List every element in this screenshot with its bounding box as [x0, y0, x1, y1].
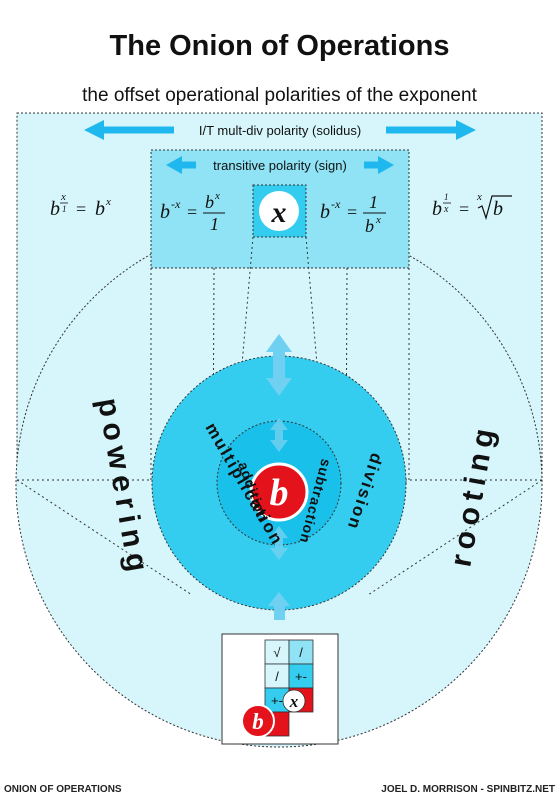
svg-text:1: 1 — [369, 192, 378, 212]
formula-neg-divide: b -x = 1 b x — [320, 192, 386, 236]
legend-exponent-label: x — [289, 692, 299, 711]
svg-text:b: b — [493, 198, 503, 220]
solidus-polarity-label: I/T mult-div polarity (solidus) — [199, 123, 361, 138]
svg-text:x: x — [443, 204, 449, 215]
svg-text:=: = — [459, 199, 469, 219]
svg-text:b: b — [95, 198, 105, 220]
legend-cell-slash-1: / — [299, 645, 303, 660]
vertical-arrows — [266, 334, 292, 620]
formula-neg-multiply: b -x = b x 1 — [160, 190, 225, 234]
svg-text:=: = — [76, 199, 86, 219]
svg-text:-x: -x — [171, 197, 181, 211]
svg-text:x: x — [105, 196, 111, 208]
svg-text:-x: -x — [331, 197, 341, 211]
exponent-label: x — [271, 196, 287, 229]
sign-polarity-label: transitive polarity (sign) — [213, 158, 347, 173]
legend-cell-root: √ — [273, 645, 281, 660]
legend-cell-slash-2: / — [275, 669, 279, 684]
solidus-polarity-arrow — [84, 120, 476, 140]
svg-text:=: = — [187, 202, 197, 222]
footer-credit: JOEL D. MORRISON - SPINBITZ.NET — [381, 784, 555, 795]
svg-text:x: x — [60, 191, 66, 203]
svg-text:1: 1 — [444, 192, 449, 202]
legend-cell-sign-2: +- — [271, 693, 283, 708]
sign-polarity-arrow — [166, 156, 394, 174]
svg-text:x: x — [375, 214, 381, 226]
formula-rooting: b 1 x = x b — [432, 191, 512, 221]
footer-title: ONION OF OPERATIONS — [4, 784, 122, 795]
svg-text:x: x — [214, 190, 220, 202]
base-symbol — [249, 462, 309, 522]
svg-text:1: 1 — [62, 204, 67, 214]
svg-text:x: x — [476, 191, 482, 203]
svg-text:1: 1 — [210, 214, 219, 234]
svg-text:b: b — [160, 201, 170, 223]
legend-base-symbol — [241, 704, 275, 738]
legend-exponent-symbol — [282, 689, 306, 713]
formula-powering: b x 1 = b x — [50, 191, 111, 220]
base-label: b — [270, 472, 289, 514]
svg-text:b: b — [205, 192, 214, 212]
page-subtitle: the offset operational polarities of the… — [82, 85, 477, 106]
svg-text:b: b — [365, 216, 374, 236]
svg-text:=: = — [347, 202, 357, 222]
legend-cell-sign-1: +- — [295, 669, 307, 684]
legend-base-label: b — [252, 709, 264, 734]
page-title: The Onion of Operations — [109, 30, 450, 62]
exponent-symbol — [259, 191, 299, 231]
svg-text:b: b — [320, 201, 330, 223]
svg-text:b: b — [432, 198, 442, 220]
svg-text:b: b — [50, 198, 60, 220]
